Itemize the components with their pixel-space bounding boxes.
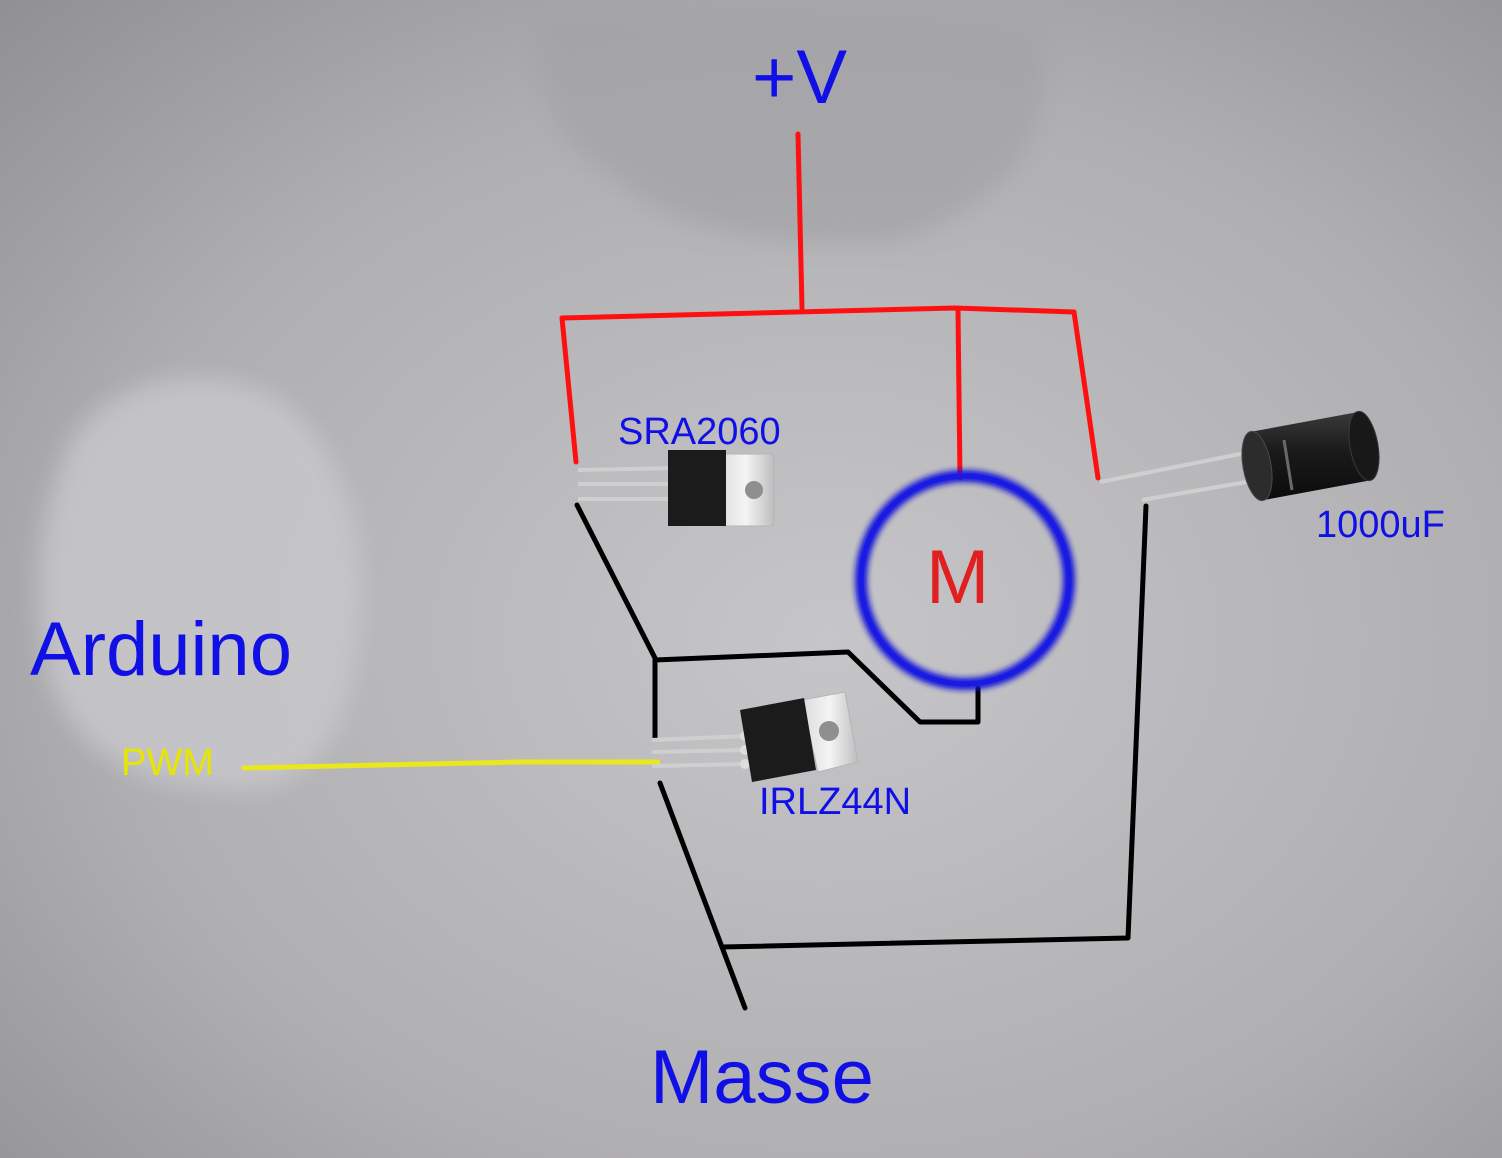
regulator-label: SRA2060 <box>618 411 781 453</box>
capacitor-component <box>1099 410 1380 502</box>
erased-patch-top <box>538 6 1045 243</box>
motor-ring-core <box>858 473 1072 687</box>
controller-label: Arduino <box>30 607 292 692</box>
capacitor-label: 1000uF <box>1316 504 1445 546</box>
motor-label: M <box>926 535 990 620</box>
ground-label: Masse <box>650 1035 874 1120</box>
pwm-wire <box>241 759 661 771</box>
mosfet-label: IRLZ44N <box>759 781 912 823</box>
supply-wires <box>559 131 1101 481</box>
erased-patch-left <box>39 378 362 790</box>
pwm-label: PWM <box>121 742 214 784</box>
supply-label: +V <box>752 35 848 120</box>
ground-wires <box>574 502 1149 1011</box>
irlz44n-component <box>651 691 859 782</box>
sra2060-component <box>577 450 775 527</box>
